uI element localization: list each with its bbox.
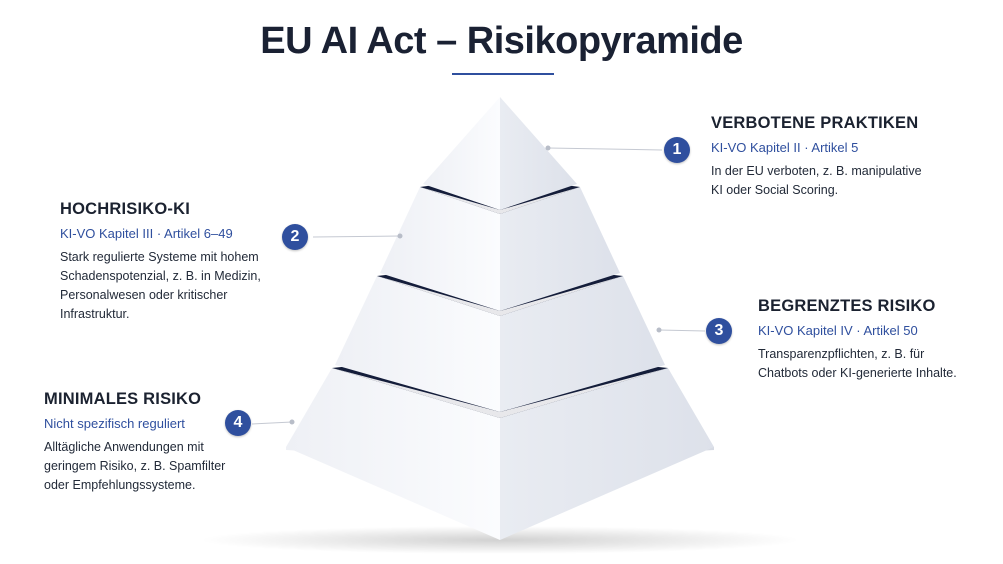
tier-1-left — [423, 97, 500, 210]
tier-2-left — [380, 180, 500, 311]
tier-3-number-badge: 3 — [706, 318, 732, 344]
tier-2-description: Stark regulierte Systeme mit hohem Schad… — [60, 250, 261, 321]
tier-4-info: MINIMALES RISIKO Nicht spezifisch reguli… — [44, 390, 225, 495]
tier-4-left — [286, 360, 500, 540]
tier-4-heading: MINIMALES RISIKO — [44, 390, 202, 408]
tier-3-left — [335, 268, 500, 412]
tier-1-heading: VERBOTENE PRAKTIKEN — [711, 114, 919, 132]
tier-4-subtitle: Nicht spezifisch reguliert — [44, 416, 185, 431]
connector-dot-2 — [397, 233, 403, 239]
tier-1-right — [500, 97, 577, 210]
tier-2-subtitle: KI-VO Kapitel III · Artikel 6–49 — [60, 226, 233, 241]
tier-1-subtitle: KI-VO Kapitel II · Artikel 5 — [711, 140, 859, 155]
tier-4-number-badge: 4 — [225, 410, 251, 436]
connector-dot-4 — [289, 419, 295, 425]
tier-2-info: HOCHRISIKO-KI KI-VO Kapitel III · Artike… — [60, 200, 261, 324]
connector-dot-3 — [656, 327, 662, 333]
connector-3 — [658, 329, 706, 332]
connector-dot-1 — [545, 145, 551, 151]
title-underline — [452, 73, 554, 75]
connector-2 — [312, 235, 401, 238]
tier-2-heading: HOCHRISIKO-KI — [60, 200, 191, 218]
tier-3-right — [500, 268, 665, 412]
tier-3-heading: BEGRENZTES RISIKO — [758, 297, 936, 315]
tier-4-description: Alltägliche Anwendungen mit geringem Ris… — [44, 440, 226, 492]
tier-1-number-badge: 1 — [664, 137, 690, 163]
tier-3-description: Transparenzpflichten, z. B. für Chatbots… — [758, 347, 957, 380]
tier-3-subtitle: KI-VO Kapitel IV · Artikel 50 — [758, 323, 918, 338]
tier-4-right — [500, 360, 714, 540]
tier-2-number-badge: 2 — [282, 224, 308, 250]
page-title: EU AI Act – Risikopyramide — [260, 20, 743, 62]
connector-4 — [251, 421, 293, 425]
tier-1-description: In der EU verboten, z. B. manipulative K… — [711, 164, 922, 197]
tier-1-info: VERBOTENE PRAKTIKEN KI-VO Kapitel II · A… — [711, 114, 922, 200]
connector-1 — [547, 147, 663, 151]
tier-3-info: BEGRENZTES RISIKO KI-VO Kapitel IV · Art… — [758, 297, 957, 383]
tier-2-right — [500, 180, 620, 311]
